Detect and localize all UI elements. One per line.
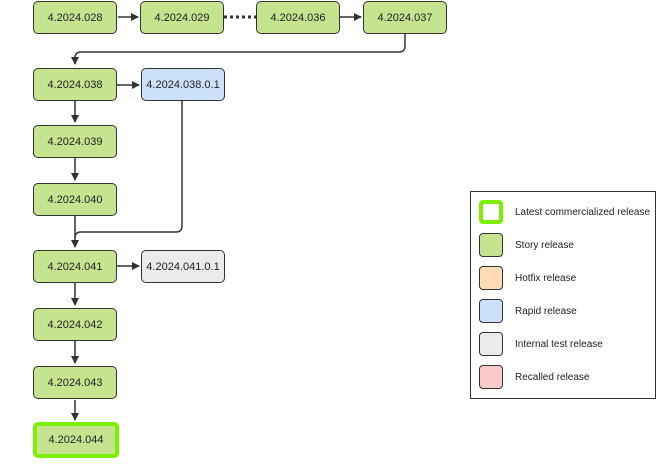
node-4-2024-028[interactable]: 4.2024.028: [33, 1, 117, 34]
node-4-2024-039[interactable]: 4.2024.039: [33, 125, 117, 158]
legend-label-story: Story release: [515, 239, 574, 251]
node-4-2024-041-0-1[interactable]: 4.2024.041.0.1: [141, 250, 225, 283]
legend: Latest commercialized release Story rele…: [470, 191, 656, 399]
legend-swatch-recalled: [479, 365, 503, 389]
legend-label-recalled: Recalled release: [515, 371, 590, 383]
node-4-2024-038-0-1[interactable]: 4.2024.038.0.1: [141, 68, 225, 101]
node-4-2024-040[interactable]: 4.2024.040: [33, 183, 117, 216]
legend-item-hotfix: Hotfix release: [471, 266, 576, 290]
legend-label-hotfix: Hotfix release: [515, 272, 577, 284]
node-4-2024-042[interactable]: 4.2024.042: [33, 308, 117, 341]
legend-swatch-story: [479, 233, 503, 257]
legend-swatch-hotfix: [479, 266, 503, 290]
legend-item-rapid: Rapid release: [471, 299, 577, 323]
edge-0381-041: [74, 101, 183, 239]
legend-swatch-internal: [479, 332, 503, 356]
legend-label-internal: Internal test release: [515, 338, 603, 350]
node-4-2024-041[interactable]: 4.2024.041: [33, 250, 117, 283]
legend-label-latest: Latest commercialized release: [515, 206, 651, 218]
legend-item-latest: Latest commercialized release: [471, 200, 650, 224]
legend-swatch-latest: [479, 200, 503, 224]
legend-label-rapid: Rapid release: [515, 305, 577, 317]
node-4-2024-029[interactable]: 4.2024.029: [140, 1, 224, 34]
node-4-2024-038[interactable]: 4.2024.038: [33, 68, 117, 101]
legend-item-internal: Internal test release: [471, 332, 603, 356]
node-4-2024-043[interactable]: 4.2024.043: [33, 366, 117, 399]
node-4-2024-036[interactable]: 4.2024.036: [256, 1, 340, 34]
legend-item-story: Story release: [471, 233, 574, 257]
legend-swatch-rapid: [479, 299, 503, 323]
node-4-2024-044-latest[interactable]: 4.2024.044: [33, 422, 119, 458]
legend-item-recalled: Recalled release: [471, 365, 590, 389]
edge-037-038: [71, 34, 406, 65]
node-4-2024-037[interactable]: 4.2024.037: [363, 1, 447, 34]
